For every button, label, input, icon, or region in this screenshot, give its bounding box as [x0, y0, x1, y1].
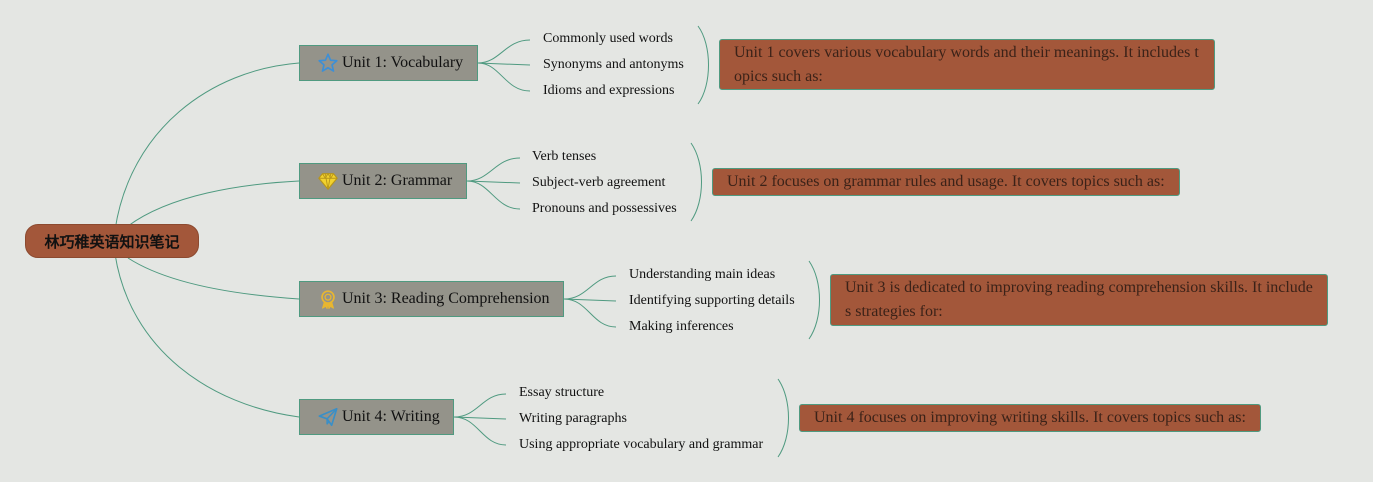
unit-2-title: Unit 2: Grammar [342, 172, 453, 189]
root-topic[interactable]: 林巧稚英语知识笔记 [25, 224, 199, 258]
unit-2-description-text: Unit 2 focuses on grammar rules and usag… [727, 173, 1165, 190]
unit-2-item[interactable]: Subject-verb agreement [532, 175, 666, 190]
unit-2-topic[interactable]: Unit 2: Grammar [299, 163, 467, 199]
unit-1-item[interactable]: Synonyms and antonyms [543, 57, 684, 72]
connector-root-unit1 [114, 62, 300, 231]
connector-root-unit4 [114, 253, 300, 418]
unit-4-item[interactable]: Essay structure [519, 385, 605, 400]
connector-unit3-item3 [563, 298, 617, 328]
unit-1-description[interactable]: Unit 1 covers various vocabulary words a… [719, 39, 1215, 90]
connector-root-unit2 [127, 180, 300, 227]
brace-unit2 [690, 142, 702, 222]
connector-unit1-item1 [477, 39, 531, 64]
unit-2-item[interactable]: Verb tenses [532, 149, 597, 164]
unit-2-item[interactable]: Pronouns and possessives [532, 201, 677, 216]
brace-unit3 [808, 260, 820, 340]
connector-unit2-item3 [466, 180, 521, 210]
connector-root-unit3 [127, 257, 300, 300]
unit-4-title: Unit 4: Writing [342, 408, 440, 425]
unit-3-description[interactable]: Unit 3 is dedicated to improving reading… [830, 274, 1328, 326]
unit-1-item[interactable]: Idioms and expressions [543, 83, 675, 98]
connector-unit2-item2 [466, 180, 521, 184]
connector-unit1-item3 [477, 62, 531, 92]
star-icon [317, 52, 339, 74]
unit-4-description-text: Unit 4 focuses on improving writing skil… [814, 409, 1246, 426]
unit-4-topic[interactable]: Unit 4: Writing [299, 399, 454, 435]
connector-unit3-item1 [563, 275, 617, 300]
unit-3-item[interactable]: Making inferences [629, 319, 734, 334]
connector-unit3-item2 [563, 298, 617, 302]
brace-unit4 [777, 378, 789, 458]
unit-3-topic[interactable]: Unit 3: Reading Comprehension [299, 281, 564, 317]
unit-1-description-text: Unit 1 covers various vocabulary words a… [734, 43, 1199, 85]
award-badge-icon [317, 288, 339, 310]
connector-unit4-item3 [453, 416, 507, 446]
unit-2-description[interactable]: Unit 2 focuses on grammar rules and usag… [712, 168, 1180, 196]
unit-3-description-text: Unit 3 is dedicated to improving reading… [845, 279, 1313, 320]
connector-unit1-item2 [477, 62, 531, 66]
unit-3-title: Unit 3: Reading Comprehension [342, 290, 550, 307]
unit-1-topic[interactable]: Unit 1: Vocabulary [299, 45, 478, 81]
unit-1-title: Unit 1: Vocabulary [342, 54, 464, 71]
connector-unit4-item2 [453, 416, 507, 420]
connector-unit2-item1 [466, 157, 521, 182]
unit-4-description[interactable]: Unit 4 focuses on improving writing skil… [799, 404, 1261, 432]
paper-plane-icon [317, 406, 339, 428]
brace-unit1 [697, 25, 709, 105]
unit-4-item[interactable]: Using appropriate vocabulary and grammar [519, 437, 764, 452]
unit-3-item[interactable]: Understanding main ideas [629, 267, 776, 282]
diamond-icon [317, 170, 339, 192]
unit-4-item[interactable]: Writing paragraphs [519, 411, 627, 426]
connector-unit4-item1 [453, 393, 507, 418]
unit-3-item[interactable]: Identifying supporting details [629, 293, 795, 308]
unit-1-item[interactable]: Commonly used words [543, 31, 673, 46]
